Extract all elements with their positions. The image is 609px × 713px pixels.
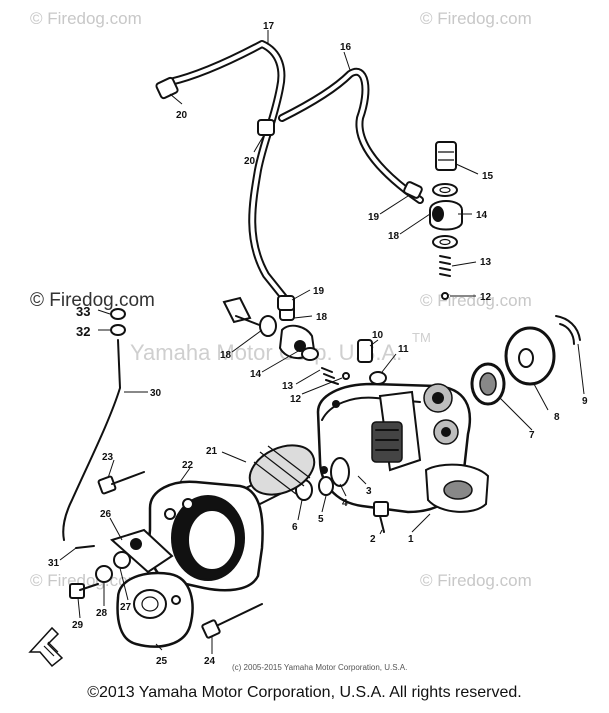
part-label-4: 4 [342, 498, 348, 509]
housing-22 [148, 480, 264, 592]
part-label-7: 7 [529, 430, 535, 441]
part-label-1: 1 [408, 534, 414, 545]
part-label-28: 28 [96, 608, 108, 619]
part-label-10: 10 [372, 330, 384, 341]
tm-watermark: TM [412, 330, 431, 345]
pipe-joint-19-upper [403, 181, 423, 199]
part-label-30: 30 [150, 388, 162, 399]
pipe-joint-19-lower [277, 295, 295, 311]
pump-drive-gear-7 [470, 362, 506, 406]
part-label-12-upper: 12 [480, 292, 492, 303]
part-label-5: 5 [318, 514, 324, 525]
part-label-22: 22 [182, 460, 194, 471]
watermark-bottom-left: © Firedog.com [30, 571, 142, 590]
part-label-18-middle: 18 [316, 312, 328, 323]
part-label-18-upper: 18 [388, 231, 400, 242]
part-label-25: 25 [156, 656, 168, 667]
oil-pump-body [316, 382, 490, 514]
washer-27 [113, 551, 131, 569]
part-label-9: 9 [582, 396, 588, 407]
part-label-11: 11 [398, 344, 409, 355]
bolt-29 [69, 583, 99, 599]
watermark-top-left: © Firedog.com [30, 9, 142, 28]
part-label-2: 2 [370, 534, 376, 545]
part-label-6: 6 [292, 522, 298, 533]
cover-25 [116, 571, 194, 648]
pipe-clip-middle [257, 119, 275, 136]
part-label-26: 26 [100, 509, 112, 520]
washer-4 [330, 457, 350, 487]
part-label-13-upper: 13 [480, 257, 492, 268]
cotter-pin-9 [555, 315, 581, 345]
part-label-21: 21 [206, 446, 218, 457]
watermark-mid-right: © Firedog.com [420, 291, 532, 310]
bolt-24 [201, 603, 263, 639]
bolt-23 [97, 471, 145, 495]
pipe-clip-upper [155, 76, 179, 100]
washer-28 [95, 565, 113, 583]
part-label-12-lower: 12 [290, 394, 302, 405]
pump-cover-plate-8 [504, 326, 556, 386]
part-label-8: 8 [554, 412, 560, 423]
part-label-33: 33 [76, 304, 90, 319]
part-label-20-upper: 20 [176, 110, 188, 121]
part-label-17: 17 [263, 21, 275, 32]
leader-lines [59, 30, 585, 654]
nut-5 [318, 476, 334, 496]
part-label-19-upper: 19 [368, 212, 380, 223]
part-label-27: 27 [120, 602, 132, 613]
watermark-top-right: © Firedog.com [420, 9, 532, 28]
watermark-bottom-right: © Firedog.com [420, 571, 532, 590]
oil-pipe-16 [278, 67, 424, 204]
watermark-mid-left: © Firedog.com [30, 290, 155, 311]
footer-copyright: ©2013 Yamaha Motor Corporation, U.S.A. A… [87, 684, 522, 701]
lever-26 [110, 528, 174, 574]
part-label-15: 15 [482, 171, 494, 182]
banjo-bolt-10 [357, 339, 387, 385]
part-label-23: 23 [102, 452, 114, 463]
screw-2 [373, 501, 389, 533]
part-label-14-lower: 14 [250, 369, 262, 380]
banjo-bolt-left [222, 296, 350, 385]
small-copyright: (c) 2005-2015 Yamaha Motor Corporation, … [232, 663, 407, 672]
part-label-16: 16 [340, 42, 352, 53]
front-arrow-icon [28, 626, 64, 668]
part-label-18-lower: 18 [220, 350, 232, 361]
part-label-31: 31 [48, 558, 60, 569]
part-label-20-middle: 20 [244, 156, 256, 167]
part-label-14-upper: 14 [476, 210, 488, 221]
banjo-bolt-15 [429, 141, 463, 300]
part-label-24: 24 [204, 656, 216, 667]
yamaha-trademark-watermark: Yamaha Motor Corp. U.S.A. [130, 340, 402, 365]
part-label-19-lower: 19 [313, 286, 325, 297]
clip-31 [75, 545, 95, 549]
part-label-29: 29 [72, 620, 84, 631]
part-label-13-lower: 13 [282, 381, 294, 392]
oil-pipe-17 [166, 40, 290, 304]
part-label-32: 32 [76, 324, 90, 339]
part-label-3: 3 [366, 486, 372, 497]
control-rod-30 [62, 308, 126, 541]
